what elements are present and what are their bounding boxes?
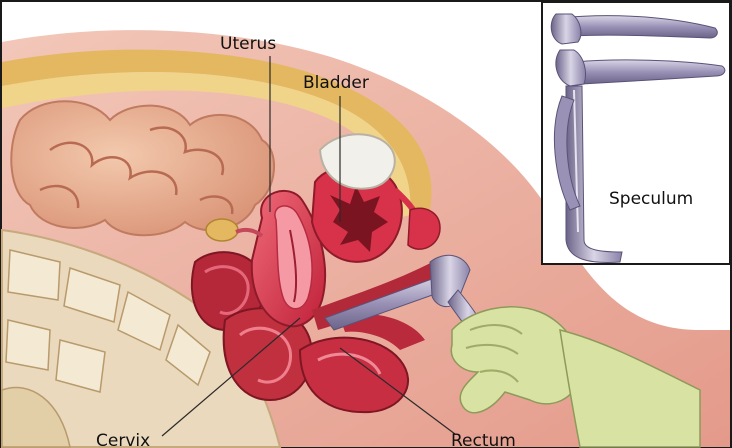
speculum-inset bbox=[542, 2, 730, 264]
cervix-label: Cervix bbox=[96, 431, 150, 448]
bladder-label: Bladder bbox=[303, 73, 369, 93]
bowel-loops bbox=[11, 101, 274, 235]
uterus-label: Uterus bbox=[220, 34, 276, 54]
rectum-label: Rectum bbox=[451, 431, 516, 448]
speculum-label: Speculum bbox=[609, 189, 693, 209]
